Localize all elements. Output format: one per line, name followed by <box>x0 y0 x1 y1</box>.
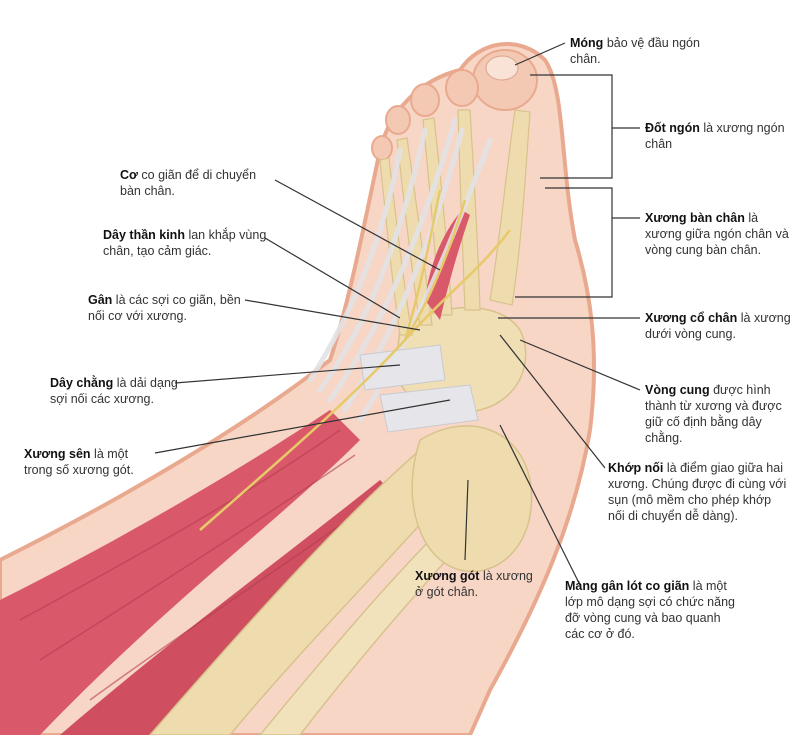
term-xuong-ban-chan: Xương bàn chân <box>645 211 745 225</box>
leader-mang-gan <box>499 424 581 586</box>
label-mong: Móng bảo vệ đầu ngón chân. <box>570 35 710 67</box>
desc-day-chang: là dải dạng sợi nối các xương. <box>50 376 178 406</box>
leader-xuong-sen <box>154 399 451 454</box>
desc-khop-noi: là điểm giao giữa hai xương. Chúng được … <box>608 461 787 523</box>
term-mong: Móng <box>570 36 604 50</box>
term-mang-gan: Màng gân lót co giãn <box>565 579 690 593</box>
label-xuong-co-chan: Xương cổ chân là xương dưới vòng cung. <box>645 310 795 342</box>
leader-vong-cung <box>519 339 641 391</box>
desc-mong: bảo vệ đầu ngón chân. <box>570 36 700 66</box>
leader-xuong-got <box>464 479 469 561</box>
label-day-chang: Dây chằng là dải dạng sợi nối các xương. <box>50 375 185 407</box>
bracket-xuong-ban-chan <box>515 187 613 298</box>
desc-vong-cung: được hình thành từ xương và được giữ cố … <box>645 383 782 445</box>
leader-gan <box>244 299 421 331</box>
leader-mong <box>514 42 566 66</box>
label-xuong-got: Xương gót là xương ở gót chân. <box>415 568 540 600</box>
term-xuong-sen: Xương sên <box>24 447 91 461</box>
toe-nail <box>485 55 519 81</box>
term-gan: Gân <box>88 293 113 307</box>
metatarsal-2 <box>457 109 481 311</box>
term-day-than-kinh: Dây thần kinh <box>103 228 185 242</box>
bracket-dot-ngon <box>530 74 613 179</box>
toe-3 <box>410 83 440 117</box>
term-co: Cơ <box>120 168 138 182</box>
term-dot-ngon: Đốt ngón <box>645 121 700 135</box>
metatarsal-4 <box>396 137 433 326</box>
desc-co: co giãn để di chuyển bàn chân. <box>120 168 257 198</box>
tendons <box>307 117 493 423</box>
label-xuong-sen: Xương sên là một trong số xương gót. <box>24 446 159 478</box>
toe-4 <box>385 105 411 135</box>
term-xuong-got: Xương gót <box>415 569 480 583</box>
desc-xuong-co-chan: là xương dưới vòng cung. <box>645 311 791 341</box>
leader-khop-noi <box>499 334 606 469</box>
leader-day-than-kinh <box>264 237 401 319</box>
desc-mang-gan: là một lớp mô dạng sợi có chức năng đỡ v… <box>565 579 735 641</box>
leader-day-chang <box>174 364 401 384</box>
metatarsal-1 <box>489 109 531 306</box>
heel-bone <box>411 425 533 573</box>
term-vong-cung: Vòng cung <box>645 383 710 397</box>
desc-day-than-kinh: lan khắp vùng chân, tạo cảm giác. <box>103 228 267 258</box>
label-vong-cung: Vòng cung được hình thành từ xương và đư… <box>645 382 785 446</box>
label-day-than-kinh: Dây thần kinh lan khắp vùng chân, tạo cả… <box>103 227 268 259</box>
label-co: Cơ co giãn để di chuyển bàn chân. <box>120 167 280 199</box>
desc-xuong-ban-chan: là xương giữa ngón chân và vòng cung bàn… <box>645 211 789 257</box>
label-mang-gan: Màng gân lót co giãn là một lớp mô dạng … <box>565 578 740 642</box>
toe-5 <box>371 135 393 161</box>
desc-gan: là các sợi co giãn, bền nối cơ với xương… <box>88 293 241 323</box>
label-gan: Gân là các sợi co giãn, bền nối cơ với x… <box>88 292 253 324</box>
nerves <box>199 189 511 531</box>
leader-co <box>274 179 441 271</box>
toe-2 <box>445 69 479 107</box>
label-dot-ngon: Đốt ngón là xương ngón chân <box>645 120 785 152</box>
desc-dot-ngon: là xương ngón chân <box>645 121 785 151</box>
desc-xuong-sen: là một trong số xương gót. <box>24 447 134 477</box>
term-khop-noi: Khớp nối <box>608 461 664 475</box>
label-xuong-ban-chan: Xương bàn chân là xương giữa ngón chân v… <box>645 210 795 258</box>
desc-xuong-got: là xương ở gót chân. <box>415 569 533 599</box>
leader-lines <box>154 42 641 586</box>
label-khop-noi: Khớp nối là điểm giao giữa hai xương. Ch… <box>608 460 788 524</box>
leg-muscle <box>0 410 360 735</box>
foot-muscle <box>425 210 470 320</box>
term-xuong-co-chan: Xương cổ chân <box>645 311 738 325</box>
term-day-chang: Dây chằng <box>50 376 114 390</box>
tendon-bands <box>359 344 479 433</box>
